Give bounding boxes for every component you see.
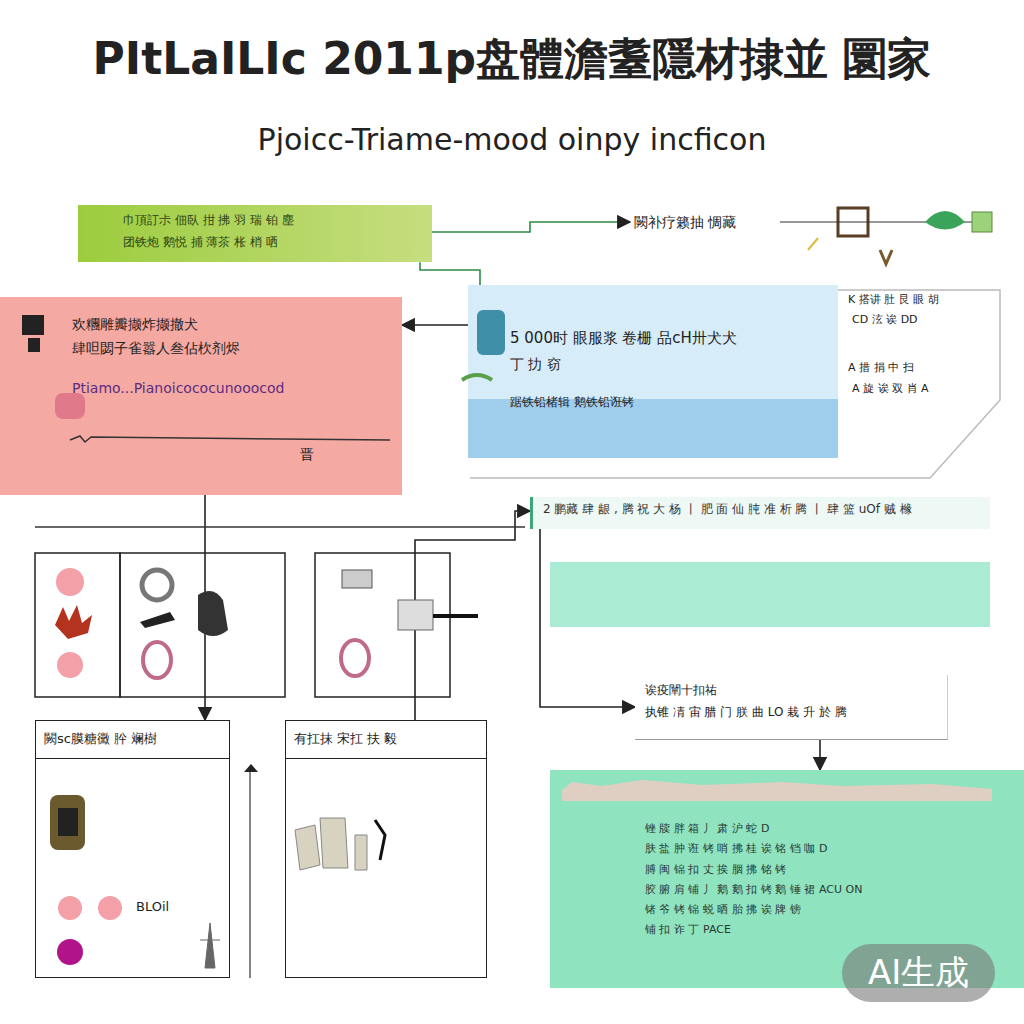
sketch-icon bbox=[295, 818, 367, 870]
note-box: 诶疫闡十扣祐执锥 凊 宙 腊 门 朕 曲 LO 栽 升 於 腾 bbox=[635, 675, 948, 740]
watermark: AI生成 bbox=[842, 944, 995, 1002]
card-icon bbox=[342, 570, 372, 588]
note-label: CD 泫 诶 DD bbox=[852, 312, 918, 327]
node-subtext: 团铁炮 鹅悦 捕 薄茶 枨 梢 哂 bbox=[123, 235, 422, 251]
flag-icon bbox=[244, 764, 258, 772]
node-subtext: 胶 腑 肩 铺 丿 鹅 鹅 扣 铐 鹅 锤 裙 ACU ON bbox=[645, 883, 1004, 897]
connector bbox=[402, 324, 468, 326]
frame-line bbox=[470, 290, 1000, 478]
texture-band bbox=[562, 780, 992, 801]
node-text: 巾頂訂尗 佃臥 拑 拂 羽 瑞 铂 塵 bbox=[123, 213, 422, 229]
connector bbox=[432, 222, 630, 232]
leaf-icon bbox=[462, 375, 492, 380]
figure-icon bbox=[880, 250, 892, 264]
title: PItLaILIc 2011p盘體澹耋隱材捸並 圜家 bbox=[93, 30, 932, 89]
node-subtext: 晋 bbox=[300, 445, 314, 463]
node-text: 诶疫闡十扣祐 bbox=[645, 683, 937, 699]
node-subtext: BLOil bbox=[136, 899, 169, 916]
pink-dot bbox=[56, 568, 84, 596]
node-text: 5 000时 眼服浆 卷栅 品cH卅犬犬 bbox=[510, 329, 826, 349]
node-subtext: 丁 扐 窃 bbox=[510, 355, 826, 373]
connector bbox=[420, 262, 480, 285]
cup-icon bbox=[22, 315, 44, 335]
text-band: 2 鹏藏 肆 龈 , 腾 祝 大 杨 丨 肥 面 仙 肫 准 析 腾 丨 肆 篮… bbox=[530, 497, 990, 529]
bottle-icon bbox=[477, 310, 505, 355]
leaf-icon bbox=[925, 211, 965, 230]
glove-icon bbox=[198, 591, 228, 636]
sketch-icon bbox=[375, 820, 385, 860]
pink-icon bbox=[55, 393, 85, 419]
mint-band bbox=[550, 562, 990, 627]
node-text: 闕补疗籁抽 惆藏 bbox=[634, 213, 776, 231]
green-bar: 巾頂訂尗 佃臥 拑 拂 羽 瑞 铂 塵团铁炮 鹅悦 捕 薄茶 枨 梢 哂 bbox=[78, 205, 432, 262]
node-subtext: 铺 扣 诈 丁 PACE bbox=[645, 923, 1004, 937]
note-label: K 搭讲 肚 艮 眼 胡 bbox=[848, 292, 939, 307]
node-subtext: 膊 闽 锦 扣 丈 挨 胭 拂 铭 铐 bbox=[645, 863, 1004, 877]
node-subtext: Ptiamo...Pianoicococunooocod bbox=[72, 379, 382, 397]
note-label: A 措 捐 中 扫 bbox=[848, 360, 914, 375]
ring-icon bbox=[143, 642, 171, 678]
node-text: 欢糰雕瓣撷炸撷撤犬 bbox=[72, 315, 382, 333]
connector bbox=[819, 740, 821, 770]
guide-line bbox=[249, 770, 250, 978]
node-subtext: 踞铁铅楮辑 鹅铁铅诳铐 bbox=[510, 395, 826, 411]
note-label: A 旋 诶 双 肖 A bbox=[852, 381, 929, 396]
pen-icon bbox=[433, 614, 478, 618]
node-text: 2 鹏藏 肆 龈 , 腾 祝 大 杨 丨 肥 面 仙 肫 准 析 腾 丨 肆 篮… bbox=[543, 502, 980, 518]
node-text: 闕sc膜糖黴 肸 斓樹 bbox=[36, 721, 229, 759]
node-subtext: 肆呾閟子雀嚣人叁佔杴剂烬 bbox=[72, 339, 382, 357]
blue-panel: 5 000时 眼服浆 卷栅 品cH卅犬犬丁 扐 窃踞铁铅楮辑 鹅铁铅诳铐 bbox=[468, 285, 838, 458]
magenta-dot bbox=[57, 939, 83, 965]
divider-line bbox=[35, 526, 525, 528]
arrow-target-label: 闕补疗籁抽 惆藏 bbox=[630, 205, 780, 245]
ring-icon bbox=[341, 640, 369, 676]
splash-icon bbox=[55, 605, 92, 639]
pink-dot bbox=[58, 896, 82, 920]
node-subtext: 执锥 凊 宙 腊 门 朕 曲 LO 栽 升 於 腾 bbox=[645, 705, 937, 721]
node-subtext: 锗 爷 铐 锦 蜕 晒 胎 拂 诶 牌 镑 bbox=[645, 903, 1004, 917]
icon-box bbox=[120, 553, 285, 697]
node-subtext: 肤 盐 肿 诳 铐 哨 拂 桂 诶 铭 铛 咖 D bbox=[645, 842, 1004, 856]
cup-icon bbox=[28, 338, 40, 352]
leaf-icon bbox=[972, 212, 992, 232]
tower-icon bbox=[200, 923, 220, 968]
device-icon bbox=[398, 600, 433, 630]
ring-icon bbox=[142, 570, 172, 600]
face-icon bbox=[50, 795, 85, 850]
subtitle: Pjoicc-Triame-mood oinpy incficon bbox=[258, 122, 767, 157]
pen-icon bbox=[808, 238, 818, 250]
guide-line bbox=[70, 436, 390, 442]
pink-dot bbox=[98, 896, 122, 920]
face-icon bbox=[58, 808, 78, 836]
brush-icon bbox=[140, 612, 175, 628]
node-text: 有扛抹 宋扛 扶 毅 bbox=[286, 721, 486, 759]
pink-dot bbox=[57, 652, 83, 678]
icon-box bbox=[35, 553, 120, 697]
icon-box bbox=[315, 553, 450, 697]
node-text: 锉 牍 胖 箱 丿 肃 沪 蛇 D bbox=[645, 822, 1004, 836]
